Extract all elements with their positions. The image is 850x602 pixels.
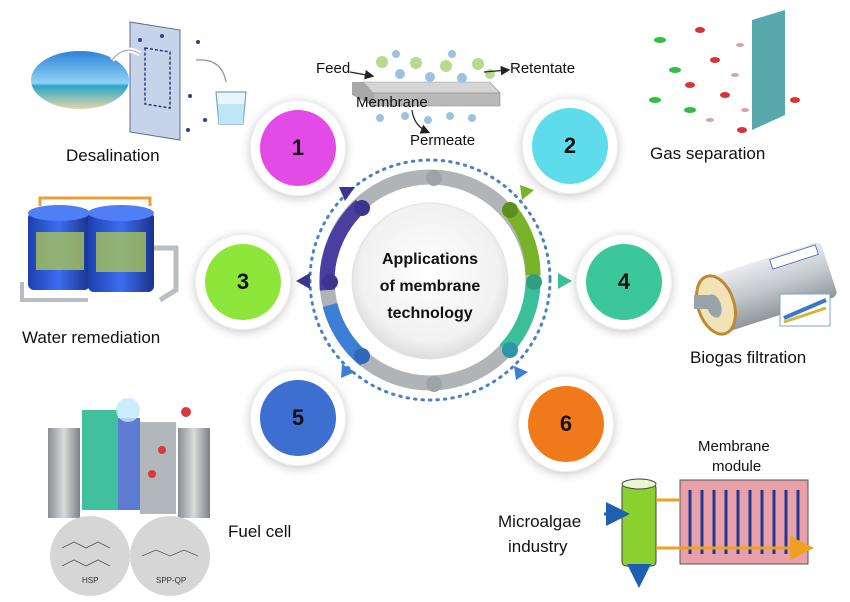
photobioreactor (621, 483, 657, 567)
membrane-module-box (679, 479, 809, 565)
tank-right-media (96, 232, 146, 272)
salt-ions (138, 34, 207, 132)
biogas-inlet (694, 295, 714, 309)
application-node-6: 6 (518, 376, 614, 472)
label-hsp: HSP (82, 576, 99, 585)
water-remediation-illustration (20, 196, 179, 303)
ring-dot (502, 202, 518, 218)
center-title: Applications of membrane technology (355, 246, 505, 327)
ring-dot (322, 274, 338, 290)
node-3-number: 3 (236, 269, 250, 294)
feed-particles (376, 50, 495, 83)
node-2-number: 2 (563, 133, 577, 158)
gas-molecules (649, 27, 800, 133)
microalgae-illustration (604, 478, 814, 588)
tank-left-media (36, 232, 84, 270)
application-node-1: 1 (250, 100, 346, 196)
retentate-arrow (483, 65, 511, 76)
ring-dot (426, 170, 442, 186)
biogas-illustration (694, 242, 837, 336)
node-6-number: 6 (559, 411, 573, 436)
application-node-4: 4 (576, 234, 672, 330)
membrane-slab-side (352, 82, 373, 106)
desalination-illustration (29, 21, 247, 141)
label-feed: Feed (316, 60, 351, 77)
arc-teal (499, 284, 541, 356)
arrowhead-navy (339, 187, 355, 201)
gas-membrane-panel (752, 10, 785, 130)
hub-disc (351, 202, 509, 360)
biogas-cylinder (707, 242, 837, 332)
membrane-schematic (349, 50, 511, 134)
label-membrane: Membrane (356, 94, 428, 111)
ring-dot (354, 348, 370, 364)
node-6-disc: 6 (528, 386, 604, 462)
node-2-disc: 2 (532, 108, 608, 184)
freshwater-arrow (195, 56, 229, 83)
label-water-remediation: Water remediation (22, 328, 161, 347)
freshwater-arrow-outline (195, 59, 227, 83)
ring-dot (354, 200, 370, 216)
application-node-3: 3 (195, 234, 291, 330)
water-glass (215, 91, 247, 125)
biogas-label-plate (769, 244, 819, 270)
center-title-line-1: Applications (381, 251, 478, 268)
label-permeate: Permeate (410, 132, 476, 149)
node-4-disc: 4 (586, 244, 662, 320)
fuel-cell-gray-layer (140, 422, 176, 514)
label-retentate: Retentate (510, 60, 576, 77)
remediation-pipe (154, 245, 179, 303)
application-node-5: 5 (250, 370, 346, 466)
remediation-pipe-low (20, 282, 88, 302)
central-hub (296, 158, 572, 402)
membrane-slab-top (362, 81, 501, 94)
polymer-circle-hsp (50, 516, 130, 596)
node-5-disc: 5 (260, 380, 336, 456)
ring-dot (526, 274, 542, 290)
permeate-particles (376, 112, 476, 124)
fuel-cell-housing (48, 428, 80, 518)
center-title-line-3: technology (387, 305, 473, 322)
arrowhead-teal (558, 273, 572, 289)
remediation-pipe-top (38, 196, 152, 206)
label-microalgae-line-1: Microalgae (498, 512, 582, 531)
node-1-disc: 1 (260, 110, 336, 186)
application-node-2: 2 (522, 98, 618, 194)
graphene-lattice (144, 47, 171, 109)
desalination-membrane-sheet (129, 21, 181, 141)
fuel-cell-glow (116, 398, 140, 422)
seawater-arrow-outline (111, 49, 141, 61)
arrowhead-green (520, 185, 534, 200)
label-microalgae-line-2: industry (508, 537, 568, 556)
arc-green (504, 205, 541, 276)
feed-arrow (349, 69, 375, 80)
node-3-disc: 3 (205, 244, 281, 320)
label-fuel-cell: Fuel cell (228, 522, 292, 541)
arrowhead-purple (296, 273, 310, 289)
node-1-number: 1 (291, 135, 305, 160)
arrowhead-blue-left (341, 364, 355, 378)
node-5-number: 5 (291, 405, 305, 430)
node-4-number: 4 (617, 269, 631, 294)
ring-dot (426, 376, 442, 392)
center-title-line-2: of membrane (379, 278, 481, 295)
gas-separation-illustration (649, 10, 800, 133)
fuel-cell-illustration (48, 398, 210, 596)
permeate-arrow (411, 109, 431, 134)
fuel-cell-green-layer (82, 410, 118, 510)
label-desalination: Desalination (66, 146, 160, 165)
label-spp-qp: SPP-QP (156, 576, 187, 585)
label-membrane-module-line-1: Membrane (698, 438, 770, 455)
label-gas-separation: Gas separation (650, 144, 766, 163)
ring-dot (502, 342, 518, 358)
label-biogas-filtration: Biogas filtration (690, 348, 807, 367)
arrowhead-blue-right (514, 366, 528, 380)
label-membrane-module-line-2: module (712, 458, 762, 475)
fuel-cell-blue-layer (118, 418, 140, 510)
